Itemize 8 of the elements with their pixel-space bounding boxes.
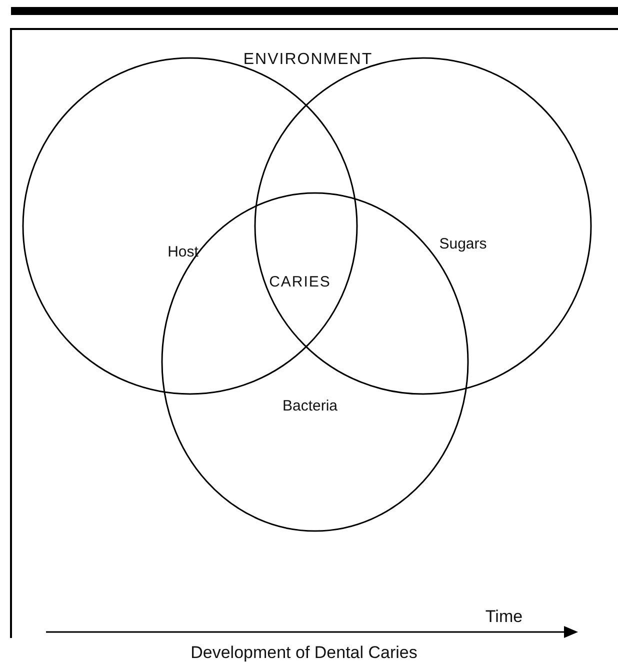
circle-label: Sugars xyxy=(439,236,487,252)
circle-label: Host xyxy=(168,244,198,260)
frame-title: ENVIRONMENT xyxy=(243,51,373,69)
axis-label: Time xyxy=(485,607,523,627)
environment-frame xyxy=(10,28,618,638)
overlap-label: CARIES xyxy=(269,274,331,290)
circle-label: Bacteria xyxy=(282,398,338,414)
axis-caption: Development of Dental Caries xyxy=(190,643,418,662)
